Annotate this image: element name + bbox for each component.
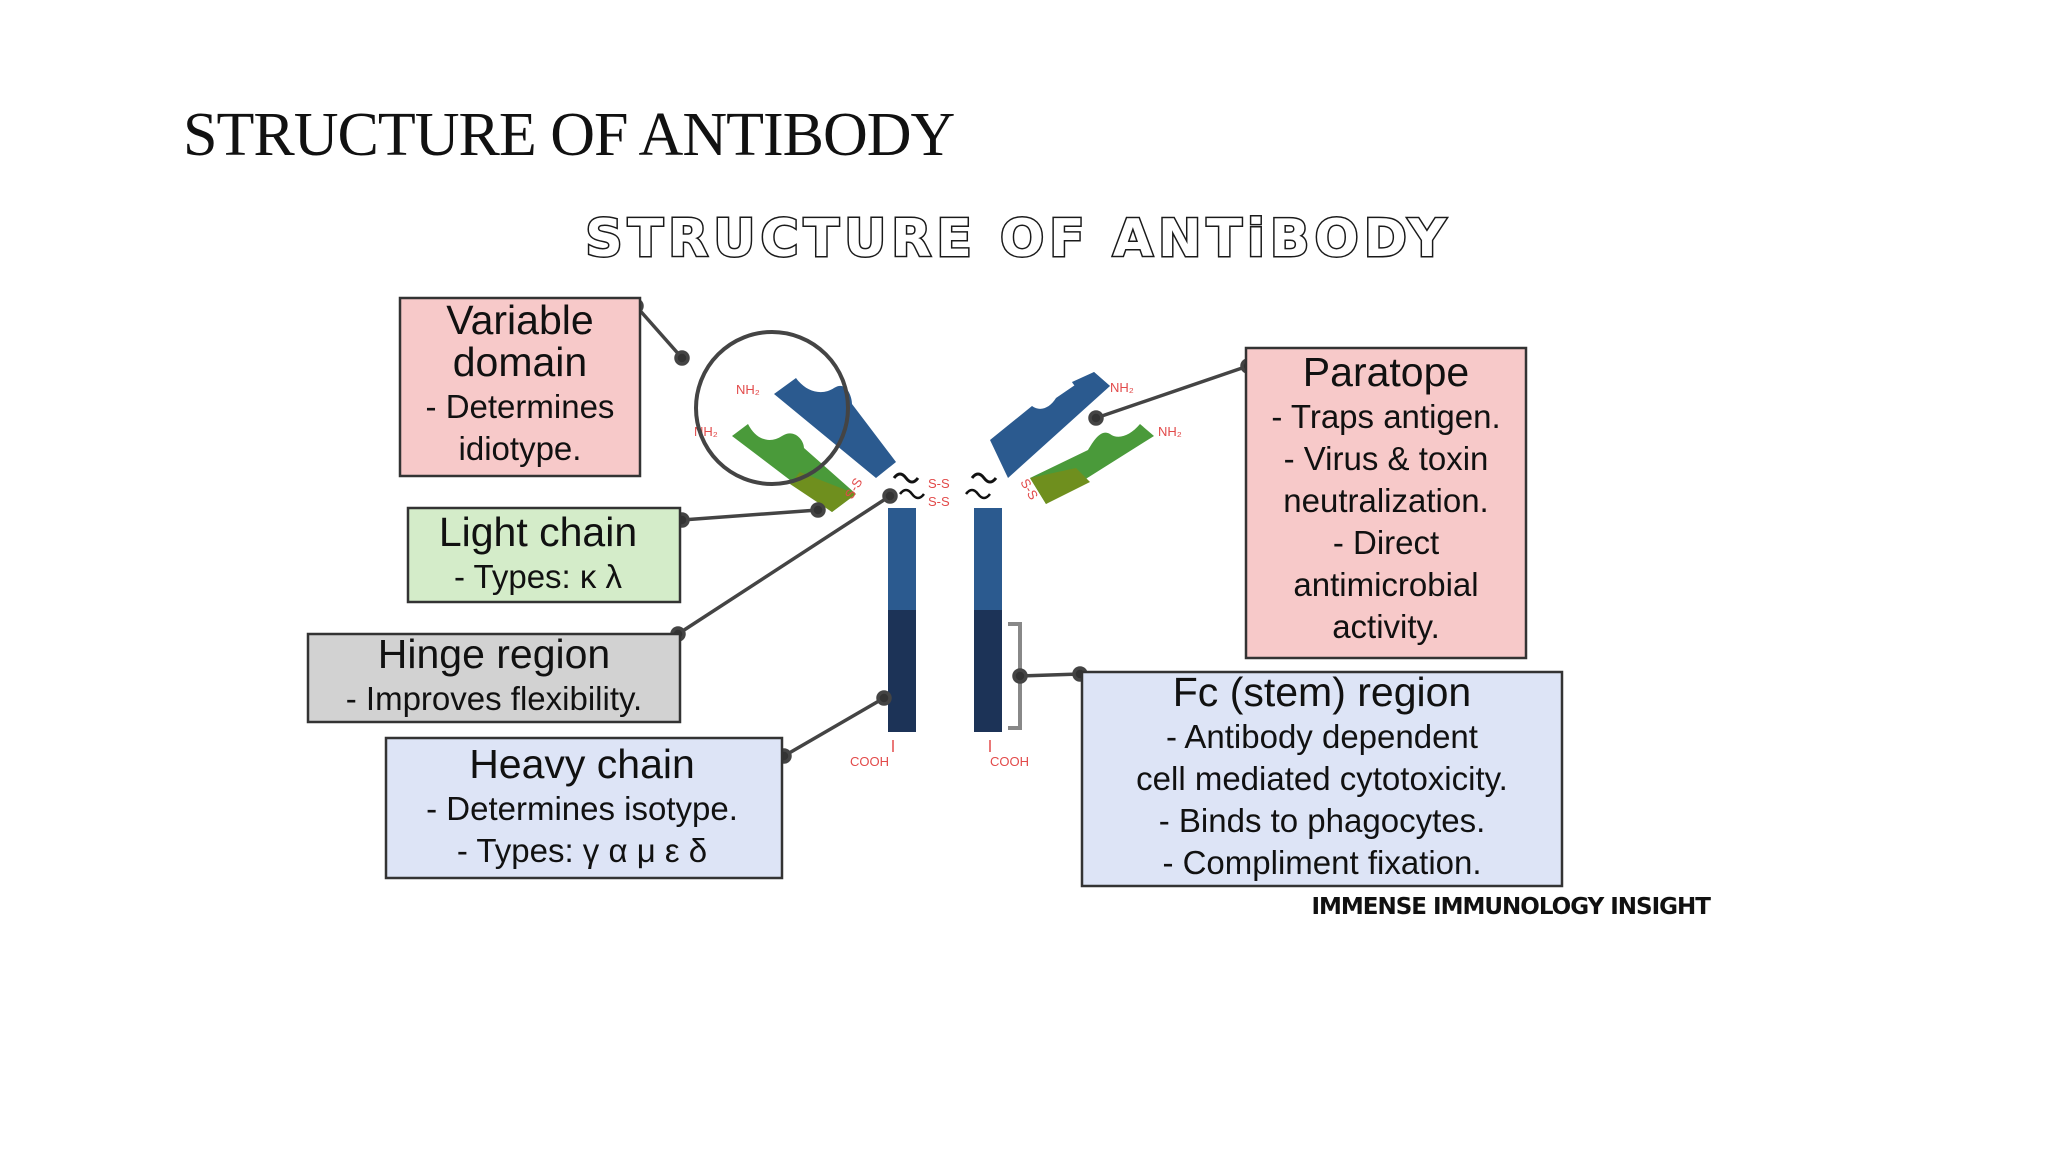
light-chain-left-constant <box>790 472 856 512</box>
paratope-line-5: antimicrobial <box>1293 566 1478 603</box>
paratope-heading: Paratope <box>1303 349 1469 395</box>
hinge-region-line-1: - Improves flexibility. <box>346 680 642 717</box>
slide-title: STRUCTURE OF ANTIBODY <box>183 101 955 169</box>
paratope-line-4: - Direct <box>1333 524 1439 561</box>
heavy-chain-right-arm-tip <box>1072 372 1110 400</box>
variable-domain-heading-2: domain <box>453 339 587 385</box>
box-light-chain: Light chain - Types: κ λ <box>406 506 682 604</box>
fc-region-line-2: cell mediated cytotoxicity. <box>1136 760 1508 797</box>
heavy-chain-line-2: - Types: γ α μ ε δ <box>457 832 707 869</box>
paratope-line-6: activity. <box>1332 608 1440 645</box>
hinge-left-2 <box>899 488 925 500</box>
heavy-chain-heading: Heavy chain <box>469 741 695 787</box>
connector-dot-paratope <box>1088 410 1104 426</box>
connector-dot-light-chain-end <box>810 502 826 518</box>
variable-domain-circle <box>694 330 850 486</box>
box-paratope: Paratope - Traps antigen. - Virus & toxi… <box>1244 346 1528 660</box>
fc-region-line-3: - Binds to phagocytes. <box>1159 802 1486 839</box>
light-chain-heading: Light chain <box>439 509 637 555</box>
connector-variable-domain <box>634 304 684 360</box>
disulfide-label-upper: S-S <box>928 476 950 491</box>
heavy-chain-left-upper <box>888 508 916 610</box>
paratope-line-1: - Traps antigen. <box>1271 398 1500 435</box>
heavy-chain-left-lower <box>888 610 916 732</box>
connector-dot-heavy-chain-end <box>876 690 892 706</box>
fc-region-line-4: - Compliment fixation. <box>1162 844 1481 881</box>
hinge-right <box>970 472 998 484</box>
hinge-right-2 <box>965 488 991 500</box>
connector-dot-fc <box>1012 668 1028 684</box>
heavy-chain-right-arm <box>990 372 1110 478</box>
disulfide-label-lower: S-S <box>928 494 950 509</box>
connector-hinge <box>677 494 891 636</box>
nh2-label-left-heavy: NH₂ <box>736 382 760 397</box>
heavy-chain-right-upper <box>974 508 1002 610</box>
box-variable-domain: Variable domain - Determines idiotype. <box>398 296 642 478</box>
cooh-label-right: COOH <box>990 754 1029 769</box>
connector-fc-region <box>1019 672 1081 678</box>
variable-domain-line-2: idiotype. <box>459 430 582 467</box>
cooh-label-left: COOH <box>850 754 889 769</box>
connector-paratope <box>1095 364 1249 420</box>
light-chain-right-constant <box>1030 468 1090 504</box>
figure-title: STRUCTURE OF ANTiBODY <box>585 209 1450 269</box>
paratope-line-3: neutralization. <box>1283 482 1488 519</box>
variable-domain-heading-1: Variable <box>446 297 593 343</box>
nh2-label-right-light: NH₂ <box>1158 424 1182 439</box>
light-chain-line-1: - Types: κ λ <box>454 558 623 595</box>
paratope-line-2: - Virus & toxin <box>1284 440 1489 477</box>
connector-dot-hinge-end <box>882 488 898 504</box>
variable-domain-line-1: - Determines <box>426 388 615 425</box>
connector-dot-variable-domain-end <box>674 350 690 366</box>
antibody-structure: NH₂ NH₂ NH₂ NH₂ S-S S-S S-S S-S COOH COO… <box>694 330 1182 769</box>
heavy-chain-left-arm <box>774 378 896 478</box>
box-fc-region: Fc (stem) region - Antibody dependent ce… <box>1080 669 1564 888</box>
fc-region-line-1: - Antibody dependent <box>1166 718 1478 755</box>
box-hinge-region: Hinge region - Improves flexibility. <box>306 631 682 724</box>
nh2-label-right-heavy: NH₂ <box>1110 380 1134 395</box>
connector-heavy-chain <box>783 696 885 758</box>
fc-region-heading: Fc (stem) region <box>1173 669 1471 715</box>
hinge-left <box>892 472 920 484</box>
figure-credit: IMMENSE IMMUNOLOGY INSIGHT <box>1311 894 1711 920</box>
box-heavy-chain: Heavy chain - Determines isotype. - Type… <box>384 736 784 880</box>
hinge-region-heading: Hinge region <box>378 631 611 677</box>
heavy-chain-line-1: - Determines isotype. <box>426 790 738 827</box>
connector-light-chain <box>681 508 819 522</box>
heavy-chain-right-lower <box>974 610 1002 732</box>
